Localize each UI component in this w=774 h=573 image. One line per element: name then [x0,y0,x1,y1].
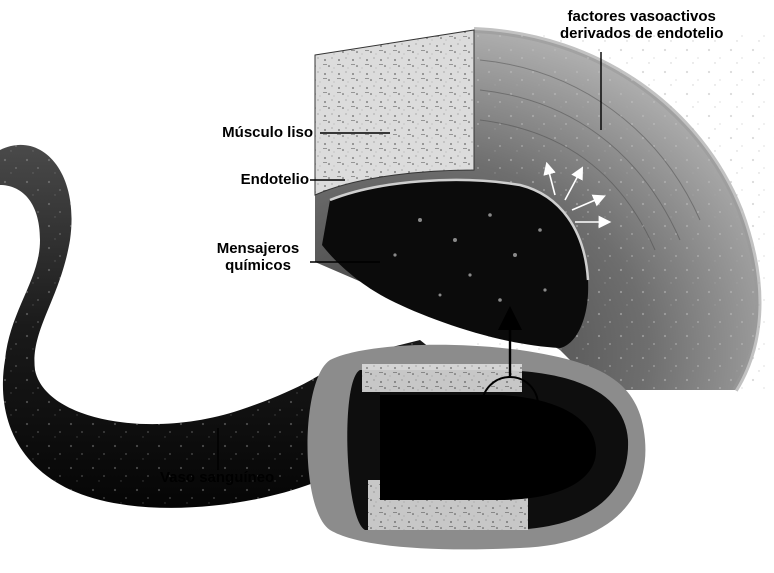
label-smooth-muscle-text: Músculo liso [195,124,313,141]
label-chemical-messengers: Mensajeros químicos [205,240,311,274]
label-messengers-line2: químicos [205,257,311,274]
label-smooth-muscle: Músculo liso [195,124,313,141]
smooth-muscle-block [315,30,474,195]
label-blood-vessel: Vaso sanguíneo [160,469,274,486]
vessel-cross-section [308,345,646,550]
label-blood-vessel-text: Vaso sanguíneo [160,469,274,486]
label-vasoactive-line1: factores vasoactivos [560,8,723,25]
label-endothelium: Endotelio [215,171,309,188]
label-messengers-line1: Mensajeros [205,240,311,257]
label-endothelium-text: Endotelio [215,171,309,188]
label-vasoactive-factors: factores vasoactivos derivados de endote… [560,8,723,42]
label-vasoactive-line2: derivados de endotelio [560,25,723,42]
